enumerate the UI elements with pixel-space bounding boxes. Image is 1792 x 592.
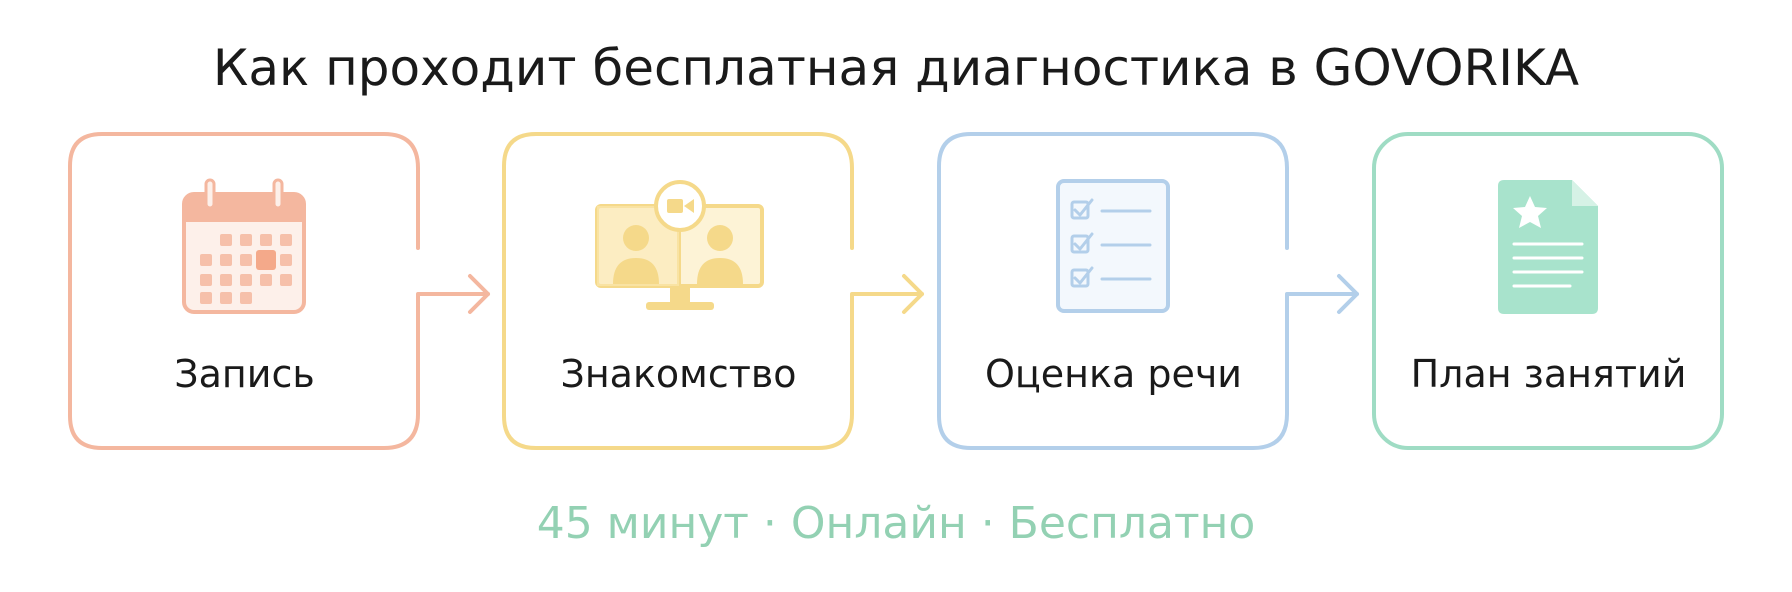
arrow-2-icon [902,274,924,314]
page-title: Как проходит бесплатная диагностика в GO… [212,39,1580,97]
step-label-3: Оценка речи [985,352,1242,396]
arrow-3-icon [1337,274,1359,314]
step-label-1: Запись [174,352,315,396]
checklist-icon [1056,179,1170,313]
calendar-icon [182,178,306,314]
step-label-2: Знакомство [560,352,797,396]
step-box-4 [1372,132,1724,450]
video-call-icon [595,180,764,310]
step-label-4: План занятий [1410,352,1687,396]
step-box-2 [502,132,924,450]
arrow-1-icon [468,274,490,314]
footer-summary: 45 минут · Онлайн · Бесплатно [536,498,1256,549]
document-star-icon [1498,180,1598,314]
step-box-3 [937,132,1359,450]
step-box-1 [68,132,490,450]
